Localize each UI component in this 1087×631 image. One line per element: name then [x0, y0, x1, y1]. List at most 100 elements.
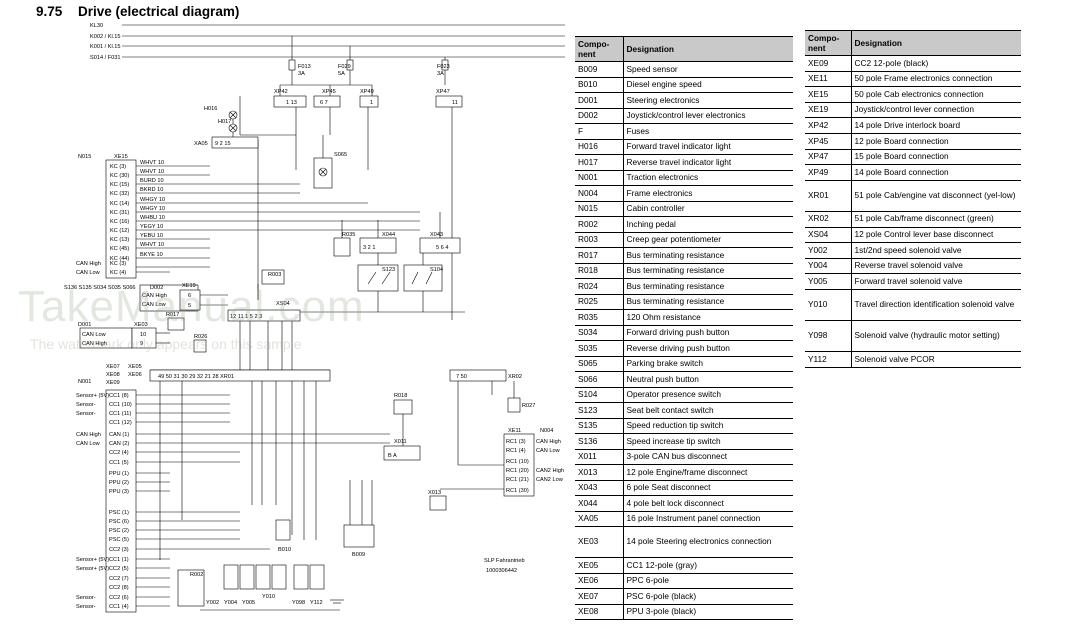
n001-pin: CC2 (7) [109, 576, 129, 582]
n015-wire: BKRD 10 [140, 187, 163, 193]
fuse-f013-label: F013 [298, 64, 311, 70]
n001-side-label: Sensor- [76, 604, 96, 610]
component-code: Y002 [805, 242, 852, 259]
component-designation: 51 pole Cab/frame disconnect (green) [851, 211, 1021, 228]
n015-can-high: CAN High [76, 261, 101, 267]
conn-xp42-label: XP42 [274, 89, 288, 95]
component-designation: Seat belt contact switch [623, 402, 793, 419]
n015-pin: KC (3) [110, 261, 126, 267]
component-designation: 50 pole Frame electronics connection [851, 71, 1021, 88]
solenoid-y098-label: Y098 [292, 600, 305, 606]
d002-label: D002 [150, 285, 163, 291]
conn-xe19-label: XE19 [182, 283, 196, 289]
conn-xa05-pins: 9 2 15 [215, 141, 231, 147]
component-code: XE06 [575, 573, 624, 589]
n015-wire: WHVT 10 [140, 160, 164, 166]
component-designation: 50 pole Cab electronics connection [851, 86, 1021, 103]
component-code: Y004 [805, 258, 852, 275]
n015-can-low: CAN Low [76, 270, 101, 276]
component-code: B010 [575, 77, 624, 93]
component-code: XE08 [575, 604, 624, 620]
conn-x044-label: X044 [382, 232, 395, 238]
component-designation: Fuses [623, 123, 793, 140]
component-designation: Forward driving push button [623, 325, 793, 341]
component-code: S034 [575, 325, 624, 341]
n015-pin: KC (44) [110, 256, 129, 262]
conn-xa05-label: XA05 [194, 141, 208, 147]
n001-side-label: Sensor+ (5V) [76, 566, 109, 572]
n001-side-label: Sensor+ (5V) [76, 557, 109, 563]
n004-pin: RC1 (10) [506, 459, 529, 465]
component-code: R024 [575, 278, 624, 295]
n015-pin: KC (14) [110, 201, 129, 207]
d002-switches-label: S136 S135 S034 S035 S066 [64, 285, 136, 291]
n015-pin: KC (16) [110, 219, 129, 225]
component-code: XE05 [575, 557, 624, 574]
conn-xp42-pins: 1 13 [286, 100, 297, 106]
component-code: B009 [575, 61, 624, 78]
solenoid-y005-label: Y005 [242, 600, 255, 606]
component-code: X043 [575, 480, 624, 496]
component-code: X044 [575, 495, 624, 512]
xe05-label: XE05 [128, 364, 142, 370]
n001-pin: PPU (2) [109, 480, 129, 486]
component-code: S123 [575, 402, 624, 419]
n001-pin: PSC (2) [109, 528, 129, 534]
conn-xp45-pins: 6 7 [320, 100, 328, 106]
component-code: XP47 [805, 149, 852, 166]
conn-xe03-pin: 10 [140, 332, 146, 338]
component-designation: Inching pedal [623, 216, 793, 233]
n001-pin: CC1 (4) [109, 604, 129, 610]
n001-side-label: CAN Low [76, 441, 101, 447]
d001-can-low: CAN Low [82, 332, 107, 338]
component-code: S136 [575, 433, 624, 450]
diagram-footer-number: 1000306442 [486, 568, 517, 574]
n015-pin: KC (45) [110, 246, 129, 252]
res-r018-label: R018 [394, 393, 407, 399]
n001-side-label: Sensor+ (5V) [76, 393, 109, 399]
component-designation: Joystick/control lever connection [851, 102, 1021, 119]
component-code: XR02 [805, 211, 852, 228]
lamp-h017-label: H017 [218, 119, 231, 125]
conn-xp47-pins: 11 [452, 100, 458, 106]
component-designation: PPU 3-pole (black) [623, 604, 793, 620]
switch-s065-label: S065 [334, 152, 347, 158]
wiring-diagram: KL30 K002 / Kl.15 K001 / Kl.15 S014 / F0… [64, 23, 565, 613]
n015-pin: KC (31) [110, 210, 129, 216]
n001-side-label: Sensor- [76, 595, 96, 601]
component-code: XP42 [805, 117, 852, 134]
d002-can-low: CAN Low [142, 302, 167, 308]
component-code: D001 [575, 92, 624, 109]
component-code: S066 [575, 371, 624, 388]
n001-pin: PPU (3) [109, 489, 129, 495]
n004-pin: RC1 (3) [506, 439, 526, 445]
n015-pin: KC (32) [110, 191, 129, 197]
table-header-row: Compo-nent Designation [805, 30, 1021, 56]
column-header-component: Compo-nent [805, 30, 852, 56]
pedal-r002-label: R002 [190, 572, 203, 578]
d002-can-high: CAN High [142, 293, 167, 299]
n004-label: N004 [540, 428, 553, 434]
component-code: XR01 [805, 180, 852, 212]
d001-can-high: CAN High [82, 341, 107, 347]
component-designation: 120 Ohm resistance [623, 309, 793, 326]
n015-wire: YEGY 10 [140, 224, 163, 230]
